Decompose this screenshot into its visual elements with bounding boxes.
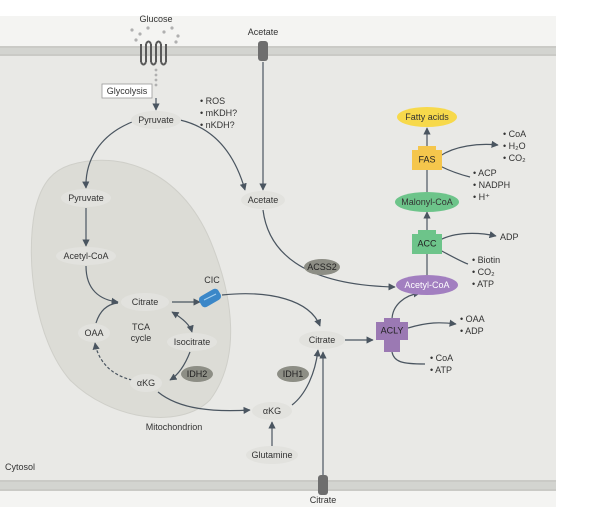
edge-fas-inputs (439, 165, 471, 178)
node-pyruvate-cyto[interactable]: Pyruvate (131, 111, 181, 129)
acc-input-3: • ATP (472, 279, 494, 289)
node-fatty-acids-label: Fatty acids (405, 112, 449, 122)
enzyme-acss2[interactable]: ACSS2 (304, 259, 340, 275)
enzyme-fas[interactable]: FAS (412, 146, 442, 170)
glucose-label: Glucose (139, 14, 172, 24)
node-oaa-mito[interactable]: OAA (78, 324, 110, 342)
pyruvate-regulator-3: • nKDH? (200, 120, 235, 130)
tca-label-2: cycle (131, 333, 152, 343)
enzyme-acly[interactable]: ACLY (376, 318, 408, 352)
node-malonyl-coa-label: Malonyl-CoA (401, 197, 453, 207)
edge-cic-citrate-cyto (221, 293, 322, 327)
node-akg-mito[interactable]: αKG (130, 374, 162, 392)
node-isocitrate-label: Isocitrate (174, 337, 211, 347)
edge-akg-citrate (291, 349, 321, 406)
fas-product-2: • H₂O (503, 141, 526, 151)
node-malonyl-coa[interactable]: Malonyl-CoA (395, 192, 459, 212)
enzyme-acss2-label: ACSS2 (307, 262, 337, 272)
membrane-bottom (0, 480, 556, 491)
node-acetyl-coa-mito[interactable]: Acetyl-CoA (56, 247, 116, 265)
edge-isocitrate-akg (169, 351, 191, 381)
citrate-bottom-label: Citrate (310, 495, 337, 505)
enzyme-idh2-label: IDH2 (187, 369, 208, 379)
fas-product-1: • CoA (503, 129, 526, 139)
acc-product: ADP (500, 232, 519, 242)
enzyme-idh1[interactable]: IDH1 (277, 366, 309, 382)
glucose-transporter-icon (140, 40, 167, 66)
node-glutamine[interactable]: Glutamine (246, 446, 298, 464)
node-oaa-mito-label: OAA (84, 328, 103, 338)
fas-input-2: • NADPH (473, 180, 510, 190)
glycolysis-box (101, 83, 153, 99)
edge-citrate-isocitrate (171, 311, 194, 333)
node-citrate-mito[interactable]: Citrate (121, 293, 169, 311)
cytosol-label: Cytosol (5, 462, 35, 472)
edge-pyruvate-acetate (179, 119, 247, 191)
fas-inputs: • ACP • NADPH • H⁺ (473, 168, 510, 202)
node-acetyl-coa-cyto[interactable]: Acetyl-CoA (396, 275, 458, 295)
fas-products: • CoA • H₂O • CO₂ (503, 129, 526, 163)
node-acetate-cyto[interactable]: Acetate (241, 191, 285, 209)
acly-products: • OAA • ADP (460, 314, 485, 336)
edge-pyruvate-mito (82, 121, 133, 189)
node-akg-cyto[interactable]: αKG (252, 402, 292, 420)
acly-product-1: • OAA (460, 314, 485, 324)
acly-product-2: • ADP (460, 326, 484, 336)
node-citrate-cyto[interactable]: Citrate (299, 331, 345, 349)
acly-input-2: • ATP (430, 365, 452, 375)
pyruvate-regulator-2: • mKDH? (200, 108, 237, 118)
mitochondrion-shape (30, 159, 232, 418)
node-acetyl-coa-mito-label: Acetyl-CoA (63, 251, 108, 261)
acc-input-1: • Biotin (472, 255, 500, 265)
glucose-molecules (130, 26, 180, 87)
fas-product-3: • CO₂ (503, 153, 526, 163)
edge-acetate-acetylcoa (262, 209, 396, 291)
node-pyruvate-cyto-label: Pyruvate (138, 115, 174, 125)
cic-transporter-icon (198, 288, 222, 308)
enzyme-idh2[interactable]: IDH2 (181, 366, 213, 382)
node-pyruvate-mito-label: Pyruvate (68, 193, 104, 203)
edge-acly-products (407, 319, 457, 329)
edge-akg-mito-cyto (157, 391, 251, 414)
pyruvate-regulators: • ROS • mKDH? • nKDH? (200, 96, 237, 130)
edge-akg-oaa (92, 342, 133, 381)
node-akg-cyto-label: αKG (263, 406, 281, 416)
cic-label: CIC (204, 275, 220, 285)
edge-acc-inputs (439, 249, 469, 265)
acly-inputs: • CoA • ATP (430, 353, 453, 375)
membrane-top (0, 46, 556, 56)
node-fatty-acids[interactable]: Fatty acids (397, 107, 457, 127)
citrate-transporter-icon (318, 475, 328, 495)
node-acetate-cyto-label: Acetate (248, 195, 279, 205)
enzyme-acc[interactable]: ACC (412, 230, 442, 254)
pyruvate-regulator-1: • ROS (200, 96, 225, 106)
node-citrate-mito-label: Citrate (132, 297, 159, 307)
acetate-transporter-icon (258, 41, 268, 61)
glycolysis-label: Glycolysis (107, 86, 148, 96)
acetate-top-label: Acetate (248, 27, 279, 37)
acly-input-1: • CoA (430, 353, 453, 363)
edge-fas-products (439, 140, 499, 157)
acc-input-2: • CO₂ (472, 267, 495, 277)
node-glutamine-label: Glutamine (251, 450, 292, 460)
edge-oaa-citrate (95, 302, 119, 324)
enzyme-acc-label: ACC (417, 238, 437, 248)
node-citrate-cyto-label: Citrate (309, 335, 336, 345)
edge-acc-adp (439, 231, 497, 241)
tca-label-1: TCA (132, 322, 150, 332)
edge-acetylcoa-citrate (85, 265, 119, 305)
mitochondrion-label: Mitochondrion (146, 422, 203, 432)
acc-inputs: • Biotin • CO₂ • ATP (472, 255, 500, 289)
fas-input-1: • ACP (473, 168, 497, 178)
node-akg-mito-label: αKG (137, 378, 155, 388)
enzyme-acly-label: ACLY (381, 325, 404, 335)
node-isocitrate[interactable]: Isocitrate (167, 333, 217, 351)
node-pyruvate-mito[interactable]: Pyruvate (61, 189, 111, 207)
edge-acly-inputs (391, 351, 426, 365)
fas-input-3: • H⁺ (473, 192, 490, 202)
node-acetyl-coa-cyto-label: Acetyl-CoA (404, 280, 449, 290)
enzyme-fas-label: FAS (418, 154, 435, 164)
enzyme-idh1-label: IDH1 (283, 369, 304, 379)
